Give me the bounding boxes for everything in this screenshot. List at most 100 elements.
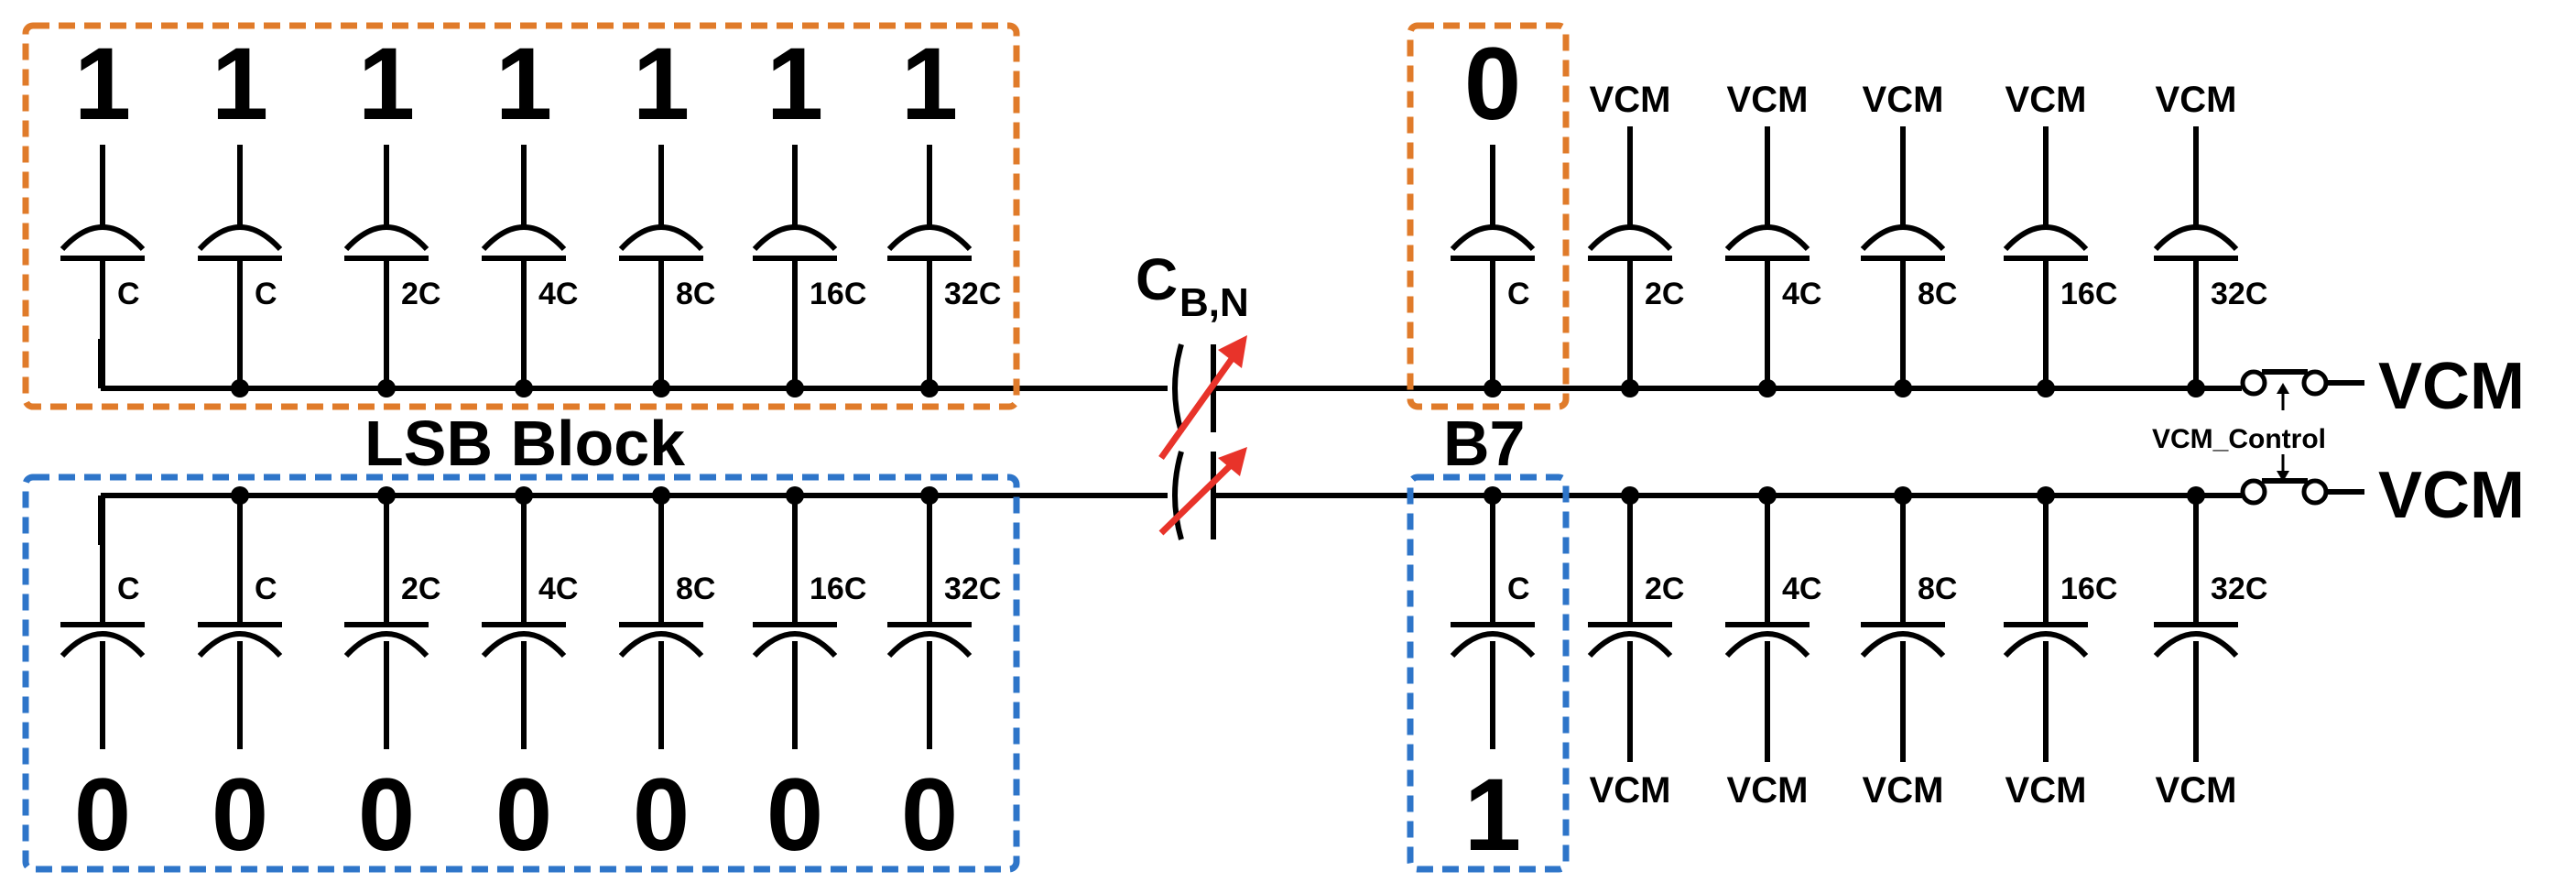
bottom-lsb-bit-6: 0 xyxy=(901,757,958,872)
top-vcm-vcm-label-3: VCM xyxy=(2005,80,2087,120)
bottom-lsb-bit-5: 0 xyxy=(766,757,823,872)
bridge-capacitor-top xyxy=(1158,335,1247,461)
top-vcm-cap-3: 16C VCM xyxy=(2003,80,2117,397)
top-lsb-cap-2: 2C 1 xyxy=(343,27,440,397)
top-vcm-cap-4: 32C VCM xyxy=(2153,80,2267,397)
bottom-vcm-vcm-label-0: VCM xyxy=(1590,770,1671,811)
bottom-vcm-cap-label-3: 16C xyxy=(2060,572,2117,606)
b7-label: B7 xyxy=(1443,408,1525,479)
top-vcm-cap-0: 2C VCM xyxy=(1587,80,1684,397)
top-lsb-cap-3: 4C 1 xyxy=(481,27,578,397)
top-lsb-block-box xyxy=(22,22,1020,410)
bottom-output-vcm-label: VCM xyxy=(2378,459,2525,532)
top-vcm-vcm-label-1: VCM xyxy=(1727,80,1809,120)
bottom-vcm-vcm-label-3: VCM xyxy=(2005,770,2087,811)
bottom-lsb-cap-1: C0 xyxy=(197,486,283,872)
top-lsb-cap-5: 16C 1 xyxy=(752,27,866,397)
bridge-cap-subscript: B,N xyxy=(1179,280,1249,325)
top-vcm-cap-label-4: 32C xyxy=(2211,277,2267,311)
top-lsb-bit-5: 1 xyxy=(766,27,823,141)
bottom-b7-bit-0: 1 xyxy=(1464,757,1521,872)
bottom-vcm-vcm-label-2: VCM xyxy=(1863,770,1944,811)
bottom-vcm-cap-2: 8C VCM xyxy=(1860,486,1957,811)
bottom-lsb-cap-label-0: C xyxy=(117,572,140,606)
bottom-lsb-cap-4: 8C 0 xyxy=(618,486,715,872)
bridge-cap-label: C xyxy=(1136,246,1178,312)
bottom-vcm-vcm-label-1: VCM xyxy=(1727,770,1809,811)
top-lsb-bit-6: 1 xyxy=(901,27,958,141)
bottom-b7-cap-label-0: C xyxy=(1507,572,1530,606)
bottom-lsb-cap-3: 4C 0 xyxy=(481,486,578,872)
top-lsb-cap-1: C1 xyxy=(197,27,283,397)
top-vcm-cap-label-0: 2C xyxy=(1645,277,1684,311)
top-lsb-cap-label-6: 32C xyxy=(944,277,1001,311)
bottom-vcm-cap-label-1: 4C xyxy=(1782,572,1821,606)
bottom-vcm-switch xyxy=(2240,478,2364,506)
lsb-block-label: LSB Block xyxy=(364,408,685,479)
bottom-vcm-cap-4: 32C VCM xyxy=(2153,486,2267,811)
top-b7-capacitor: C0 xyxy=(1450,27,1536,397)
bottom-lsb-bit-1: 0 xyxy=(212,757,268,872)
bottom-vcm-capacitors: 2C VCM 4C VCM 8C VCM 16C VCM 32C VCM xyxy=(1587,486,2267,811)
top-lsb-cap-label-5: 16C xyxy=(810,277,866,311)
top-vcm-cap-2: 8C VCM xyxy=(1860,80,1957,397)
bottom-lsb-cap-label-6: 32C xyxy=(944,572,1001,606)
bottom-lsb-cap-0: C0 xyxy=(60,496,146,872)
bottom-b7-box xyxy=(1407,474,1570,873)
top-b7-box xyxy=(1407,22,1570,410)
bottom-vcm-cap-3: 16C VCM xyxy=(2003,486,2117,811)
bottom-lsb-cap-label-1: C xyxy=(255,572,277,606)
top-lsb-bit-4: 1 xyxy=(633,27,690,141)
top-lsb-cap-label-1: C xyxy=(255,277,277,311)
top-output-vcm-label: VCM xyxy=(2378,350,2525,423)
top-lsb-cap-4: 8C 1 xyxy=(618,27,715,397)
bottom-b7-capacitor: C1 xyxy=(1450,486,1536,872)
top-lsb-cap-6: 32C 1 xyxy=(886,27,1001,397)
bottom-lsb-cap-5: 16C 0 xyxy=(752,486,866,872)
bottom-lsb-bit-2: 0 xyxy=(358,757,415,872)
bridge-capacitor-bottom xyxy=(1158,447,1247,540)
top-lsb-bit-3: 1 xyxy=(495,27,552,141)
bottom-lsb-cap-6: 32C 0 xyxy=(886,486,1001,872)
top-vcm-vcm-label-2: VCM xyxy=(1863,80,1944,120)
bottom-vcm-cap-label-4: 32C xyxy=(2211,572,2267,606)
bottom-lsb-cap-label-4: 8C xyxy=(676,572,715,606)
top-b7-cap-0: C0 xyxy=(1450,27,1536,397)
top-lsb-cap-label-0: C xyxy=(117,277,140,311)
bottom-vcm-vcm-label-4: VCM xyxy=(2156,770,2237,811)
bottom-lsb-cap-label-3: 4C xyxy=(538,572,578,606)
top-b7-bit-0: 0 xyxy=(1464,27,1521,141)
top-vcm-vcm-label-0: VCM xyxy=(1590,80,1671,120)
bottom-vcm-cap-1: 4C VCM xyxy=(1724,486,1821,811)
bottom-vcm-cap-0: 2C VCM xyxy=(1587,486,1684,811)
top-vcm-cap-label-3: 16C xyxy=(2060,277,2117,311)
top-lsb-cap-label-2: 2C xyxy=(401,277,440,311)
top-lsb-cap-0: C1 xyxy=(60,27,146,388)
bottom-lsb-cap-label-5: 16C xyxy=(810,572,866,606)
bottom-b7-cap-0: C1 xyxy=(1450,486,1536,872)
top-vcm-cap-label-1: 4C xyxy=(1782,277,1821,311)
vcm-control-label: VCM_Control xyxy=(2152,424,2326,454)
bottom-lsb-cap-2: 2C0 xyxy=(343,486,440,872)
top-lsb-bit-1: 1 xyxy=(212,27,268,141)
bottom-vcm-cap-label-0: 2C xyxy=(1645,572,1684,606)
top-lsb-bit-2: 1 xyxy=(358,27,415,141)
top-vcm-switch xyxy=(2240,369,2364,397)
top-vcm-capacitors: 2C VCM 4C VCM 8C VCM 16C VCM 32C VCM xyxy=(1587,80,2267,397)
bottom-lsb-bit-0: 0 xyxy=(74,757,131,872)
top-vcm-cap-label-2: 8C xyxy=(1918,277,1957,311)
top-lsb-bit-0: 1 xyxy=(74,27,131,141)
bottom-vcm-cap-label-2: 8C xyxy=(1918,572,1957,606)
top-b7-cap-label-0: C xyxy=(1507,277,1530,311)
top-vcm-cap-1: 4C VCM xyxy=(1724,80,1821,397)
vcm-control-arrows xyxy=(2277,383,2289,482)
bottom-lsb-block-box xyxy=(22,474,1020,873)
top-lsb-cap-label-3: 4C xyxy=(538,277,578,311)
bottom-lsb-bit-3: 0 xyxy=(495,757,552,872)
bottom-lsb-bit-4: 0 xyxy=(633,757,690,872)
top-lsb-cap-label-4: 8C xyxy=(676,277,715,311)
top-vcm-vcm-label-4: VCM xyxy=(2156,80,2237,120)
